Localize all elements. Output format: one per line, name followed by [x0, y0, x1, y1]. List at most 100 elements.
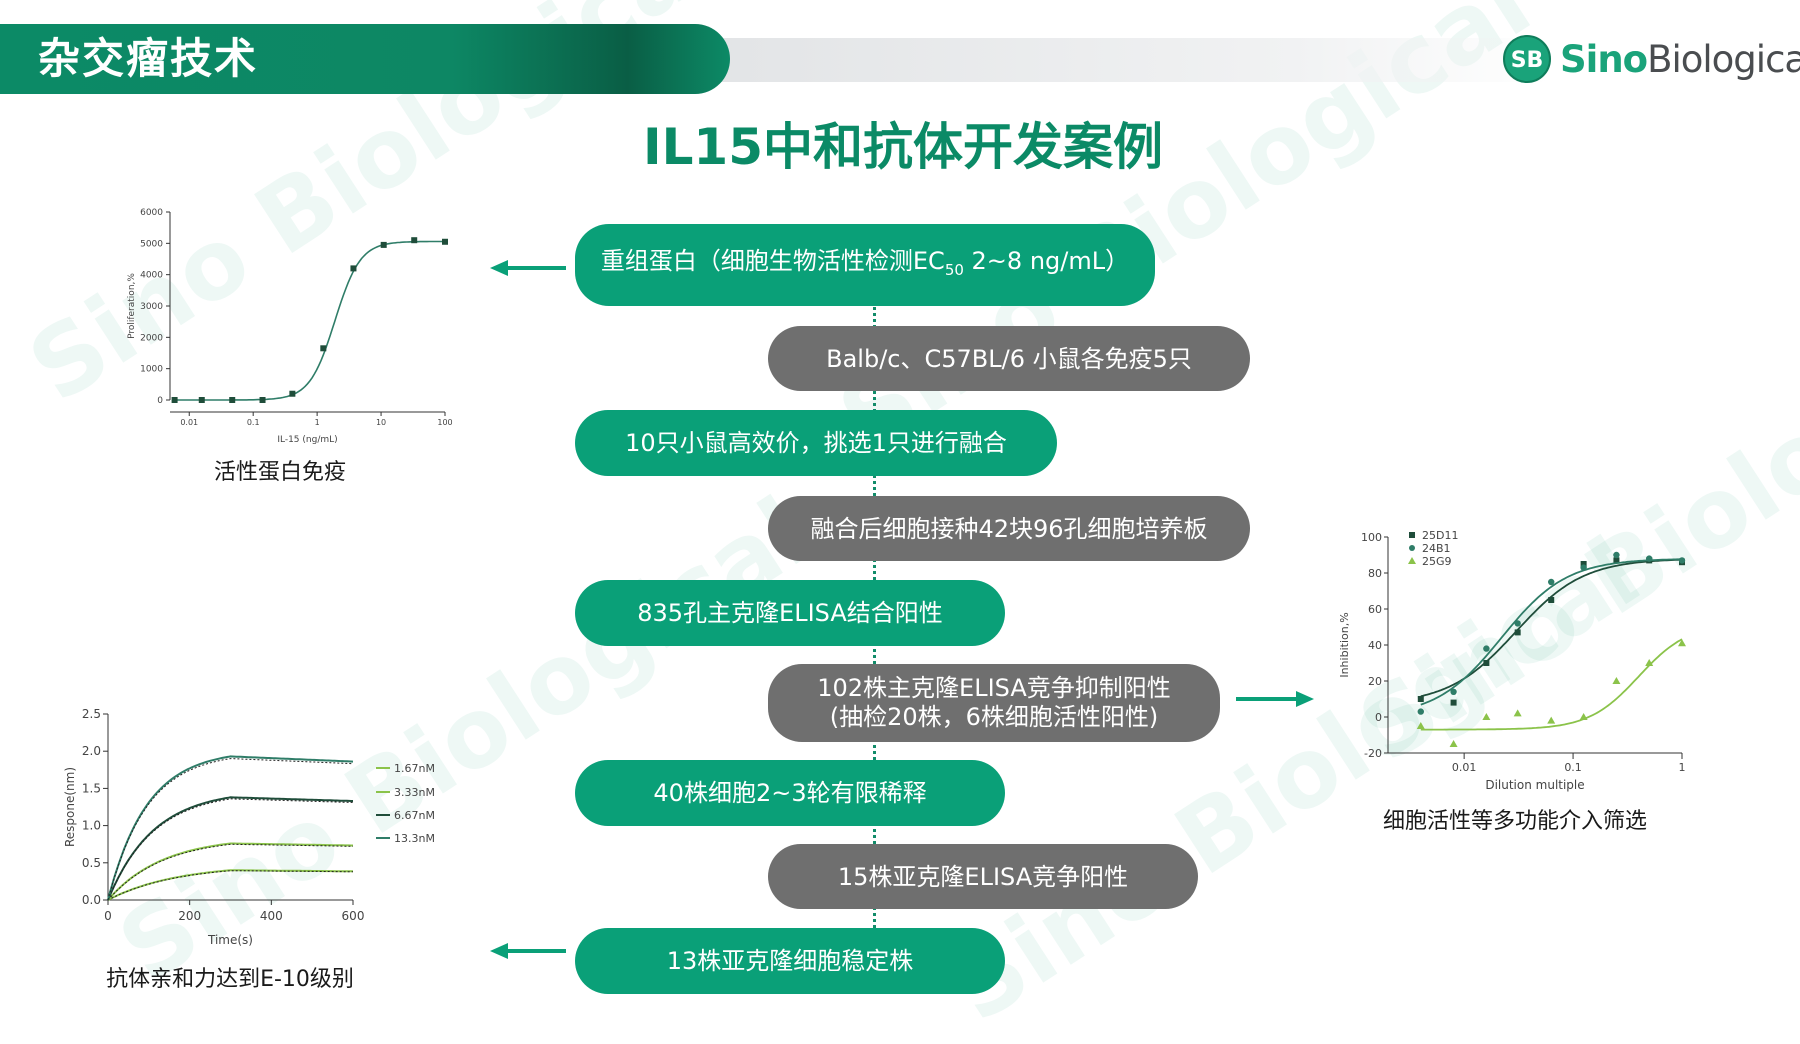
x-tick-label: 10	[376, 418, 386, 427]
flow-step-stable-lines: 13株亚克隆细胞稳定株	[575, 928, 1005, 994]
data-point	[198, 397, 205, 403]
y-tick-label: 2.0	[82, 744, 101, 758]
data-point	[380, 241, 387, 248]
data-point	[411, 237, 418, 244]
y-tick-label: 0.5	[82, 856, 101, 870]
x-axis-label: IL-15 (ng/mL)	[277, 435, 337, 445]
y-tick-label: 100	[1361, 531, 1382, 544]
x-tick-label: 200	[178, 909, 201, 923]
flow-step-elisa-binding: 835孔主克隆ELISA结合阳性	[575, 580, 1005, 646]
legend-label: 1.67nM	[394, 762, 435, 775]
legend-marker	[1408, 557, 1416, 564]
flow-step-text: Balb/c、C57BL/6 小鼠各免疫5只	[826, 344, 1192, 373]
x-tick-label: 100	[437, 418, 452, 427]
fit-curve	[1420, 638, 1683, 731]
flow-step-text: 13株亚克隆细胞稳定株	[666, 947, 914, 975]
data-point	[1678, 639, 1686, 647]
x-tick-label: 400	[260, 909, 283, 923]
data-point	[1449, 740, 1458, 747]
data-point	[1580, 561, 1587, 567]
x-tick-label: 1	[315, 418, 320, 427]
data-point	[1645, 659, 1654, 666]
flow-step-text: 重组蛋白（细胞生物活性检测EC50 2~8 ng/mL）	[600, 246, 1130, 279]
data-point	[1450, 688, 1457, 695]
x-axis-label: Dilution multiple	[1485, 778, 1584, 792]
y-tick-label: 3000	[140, 302, 163, 312]
flow-step-recombinant-protein: 重组蛋白（细胞生物活性检测EC50 2~8 ng/mL）	[575, 224, 1155, 306]
series-line	[107, 869, 353, 901]
series-line	[107, 796, 353, 901]
flow-step-text-line2: (抽检20株，6株细胞活性阳性)	[829, 703, 1159, 731]
legend-label: 13.3nM	[394, 832, 435, 845]
x-tick-label: 0.01	[1452, 761, 1477, 774]
legend-label: 25G9	[1422, 555, 1452, 568]
data-point	[1482, 713, 1491, 720]
data-point	[1514, 629, 1521, 636]
data-point	[229, 397, 236, 403]
data-point	[320, 345, 327, 352]
brand-name: SinoBiological	[1560, 36, 1800, 84]
y-tick-label: -20	[1364, 747, 1382, 760]
x-tick-label: 0.01	[180, 418, 198, 427]
legend-label: 3.33nM	[394, 786, 435, 799]
y-tick-label: 0.0	[82, 893, 101, 907]
flow-step-subclone-elisa: 15株亚克隆ELISA竞争阳性	[768, 844, 1198, 909]
flow-step-limiting-dilution: 40株细胞2~3轮有限稀释	[575, 760, 1005, 826]
flow-step-text: 融合后细胞接种42块96孔细胞培养板	[810, 514, 1208, 543]
flow-step-text-line1: 102株主克隆ELISA竞争抑制阳性	[817, 674, 1171, 702]
header-band	[0, 24, 730, 94]
flow-step-text: 15株亚克隆ELISA竞争阳性	[837, 862, 1129, 891]
legend-label: 6.67nM	[394, 809, 435, 822]
data-point	[1678, 557, 1686, 564]
arrow-left-icon	[490, 943, 566, 959]
fit-line	[107, 843, 353, 901]
y-axis-label: Respone(nm)	[63, 767, 77, 847]
x-tick-label: 0.1	[247, 418, 260, 427]
arrow-right-icon	[1236, 691, 1314, 707]
y-tick-label: 6000	[140, 208, 163, 218]
y-tick-label: 40	[1368, 639, 1382, 652]
caption-binding: 抗体亲和力达到E-10级别	[106, 967, 354, 992]
section-title: 杂交瘤技术	[38, 34, 259, 83]
y-tick-label: 1.0	[82, 819, 101, 833]
flow-step-text: 40株细胞2~3轮有限稀释	[653, 779, 927, 807]
brand-name-sino: Sino	[1560, 38, 1648, 81]
y-tick-label: 1.5	[82, 781, 101, 795]
fit-line	[107, 798, 354, 901]
x-tick-label: 0.1	[1564, 761, 1582, 774]
data-point	[1417, 696, 1424, 702]
fit-curve	[1420, 558, 1683, 706]
y-tick-label: 80	[1368, 567, 1382, 580]
data-point	[1513, 709, 1522, 717]
series-line	[107, 755, 354, 901]
data-point	[1450, 699, 1457, 706]
fit-curve	[174, 240, 445, 401]
data-point	[1548, 578, 1555, 586]
y-axis-label: Inhibition,%	[1338, 612, 1351, 677]
y-tick-label: 0	[1375, 711, 1382, 724]
y-tick-label: 2000	[140, 333, 163, 343]
data-point	[1548, 597, 1555, 603]
arrow-left-icon	[490, 260, 566, 276]
y-tick-label: 20	[1368, 675, 1382, 688]
data-point	[350, 265, 357, 272]
y-tick-label: 2.5	[82, 707, 101, 721]
header-track	[700, 38, 1550, 82]
x-axis-label: Time(s)	[207, 933, 253, 947]
caption-proliferation: 活性蛋白免疫	[213, 460, 346, 485]
data-point	[1483, 645, 1490, 652]
data-point	[171, 397, 178, 403]
x-tick-label: 0	[104, 909, 112, 923]
legend-marker	[1409, 545, 1415, 551]
y-tick-label: 0	[157, 396, 163, 406]
main-title: IL15中和抗体开发案例	[642, 118, 1164, 176]
data-point	[259, 397, 266, 403]
data-point	[1646, 555, 1653, 562]
legend-label: 24B1	[1422, 542, 1451, 555]
legend-label: 25D11	[1422, 529, 1458, 542]
y-tick-label: 5000	[140, 239, 163, 249]
data-point	[1580, 564, 1587, 571]
y-tick-label: 4000	[140, 271, 163, 281]
